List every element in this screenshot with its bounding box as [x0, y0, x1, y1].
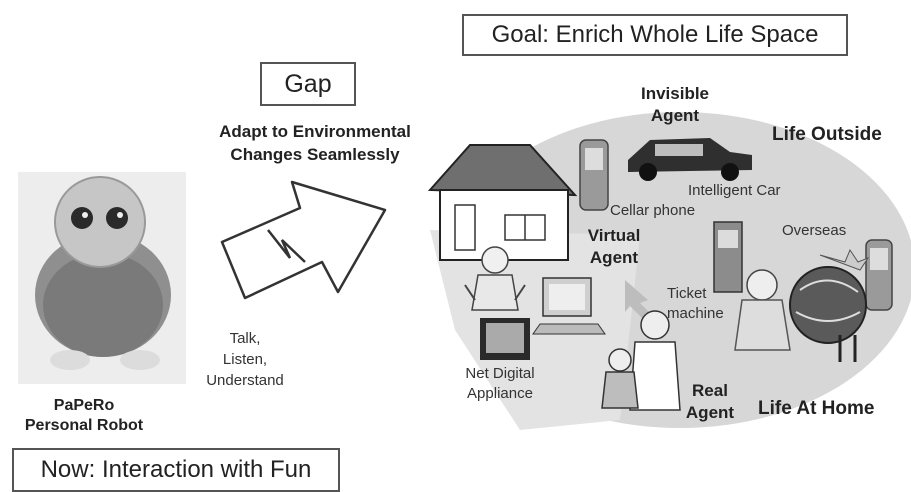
robot-caption: PaPeRo Personal Robot [0, 396, 168, 436]
intelligent-car-label: Intelligent Car [688, 182, 781, 199]
papero-robot-image [18, 172, 186, 384]
virtual-agent-line-1: Virtual [587, 226, 641, 245]
small-arrow [625, 280, 655, 321]
goal-box: Goal: Enrich Whole Life Space [462, 14, 848, 56]
virtual-agent-label: Virtual Agent [574, 225, 654, 269]
net-digital-line-2: Appliance [467, 385, 533, 402]
now-box: Now: Interaction with Fun [12, 448, 340, 492]
globe-image [789, 248, 870, 362]
overseas-label: Overseas [782, 222, 847, 239]
ticket-machine-label: Ticket machine [667, 284, 724, 324]
ticket-machine-line-1: Ticket [667, 285, 707, 302]
house-image [427, 144, 578, 261]
invisible-agent-line-1: Invisible [640, 84, 710, 103]
ticket-machine-line-2: machine [667, 305, 724, 322]
life-at-home-label: Life At Home [758, 398, 875, 419]
gap-box: Gap [260, 62, 356, 106]
adapt-line-2: Changes Seamlessly [230, 145, 400, 164]
net-digital-label: Net Digital Appliance [450, 364, 550, 404]
talk-line-1: Talk, [229, 330, 261, 347]
old-woman-image [734, 269, 791, 351]
computer-image [532, 277, 606, 335]
invisible-agent-line-2: Agent [650, 106, 700, 125]
real-agent-line-1: Real [692, 381, 728, 400]
talk-line-3: Understand [206, 372, 284, 389]
cellphone-image-1 [579, 139, 609, 211]
talk-line-2: Listen, [222, 351, 268, 368]
adapt-text: Adapt to Environmental Changes Seamlessl… [195, 120, 435, 166]
real-agent-label: Real Agent [680, 380, 740, 424]
robot-caption-line-1: PaPeRo [53, 397, 115, 414]
car-image [628, 138, 752, 181]
adapt-line-1: Adapt to Environmental [219, 122, 411, 141]
woman-image [464, 246, 526, 311]
doctor-image [601, 310, 681, 411]
talk-text: Talk, Listen, Understand [205, 328, 285, 391]
real-agent-line-2: Agent [685, 403, 735, 422]
invisible-agent-label: Invisible Agent [625, 83, 725, 127]
ticket-machine-image [713, 221, 743, 293]
life-outside-label: Life Outside [772, 124, 882, 145]
cellphone-image-2 [865, 239, 893, 311]
net-digital-line-1: Net Digital [465, 365, 535, 382]
gap-arrow [220, 180, 387, 300]
virtual-agent-line-2: Agent [589, 248, 639, 267]
cellar-phone-label: Cellar phone [610, 202, 696, 219]
tv-image [480, 318, 530, 360]
robot-caption-line-2: Personal Robot [24, 417, 144, 434]
